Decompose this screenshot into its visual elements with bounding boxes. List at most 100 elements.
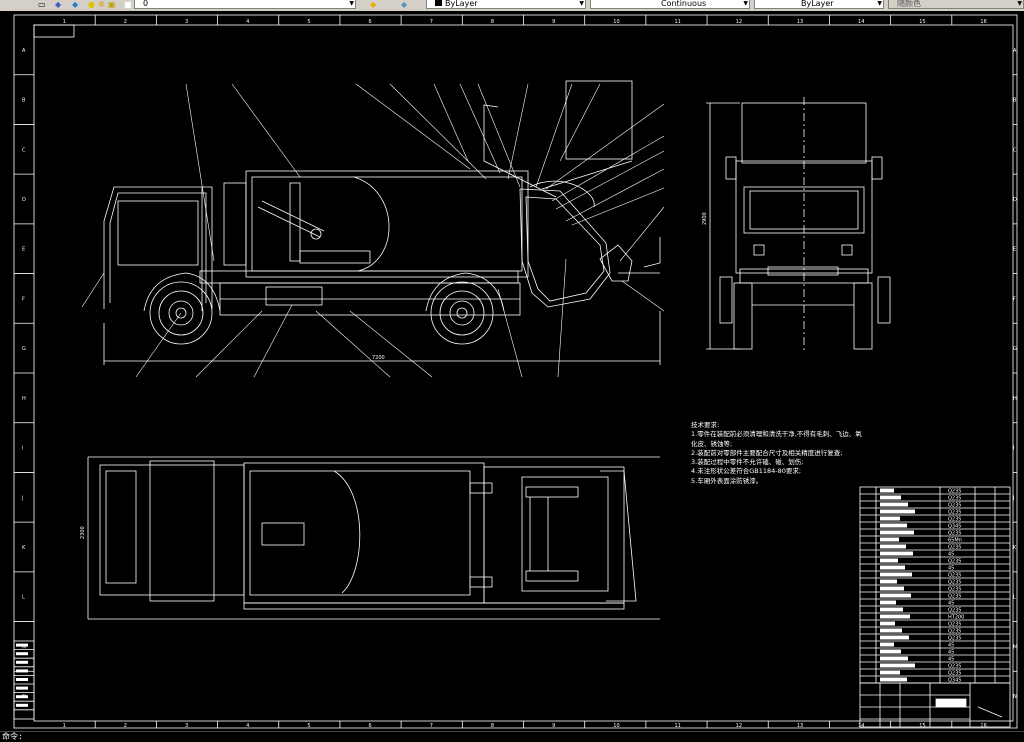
bom-name-fill bbox=[880, 614, 910, 619]
linetype-dropdown[interactable]: Continuous ▼ bbox=[590, 0, 750, 9]
layer-state-icon[interactable]: ◆ bbox=[72, 0, 79, 9]
bom-name-fill bbox=[880, 656, 908, 661]
bom-name-fill bbox=[880, 551, 913, 556]
border-letter: L bbox=[1013, 595, 1016, 601]
body-plan bbox=[243, 462, 485, 604]
border-letter: I bbox=[1013, 446, 1014, 452]
bom-material: Q235 bbox=[948, 496, 961, 502]
plotstyle-value: 随颜色 bbox=[897, 0, 921, 8]
border-letter: N bbox=[22, 694, 26, 700]
drawing-frame-outer bbox=[13, 14, 1018, 729]
border-letter: E bbox=[1013, 247, 1016, 253]
border-number: 7 bbox=[430, 19, 433, 25]
layers-icon[interactable]: ▭ bbox=[38, 0, 46, 9]
revision-row-fill bbox=[16, 686, 28, 690]
note-line: 4.未注形状公差符合GB1184-80要求; bbox=[691, 467, 802, 476]
color-square-icon[interactable]: ■ bbox=[124, 0, 132, 9]
bom-name-fill bbox=[880, 621, 895, 626]
bom-name-fill bbox=[880, 600, 896, 605]
border-letter: B bbox=[22, 98, 26, 104]
color-dropdown[interactable]: ByLayer ▼ bbox=[426, 0, 586, 9]
border-letter: A bbox=[22, 48, 26, 54]
note-line: 3.装配过程中零件不允许磕、碰、划伤; bbox=[691, 458, 804, 467]
lock-icon[interactable]: ▣ bbox=[108, 0, 116, 9]
border-number: 1 bbox=[63, 723, 66, 729]
border-letter: M bbox=[1013, 644, 1017, 650]
bom-name-fill bbox=[880, 558, 898, 563]
title-block bbox=[13, 640, 1011, 728]
layer-value: 0 bbox=[143, 0, 149, 8]
border-number: 15 bbox=[919, 19, 925, 25]
match-layer-icon[interactable]: ◆ bbox=[370, 0, 377, 9]
bom-material: 45 bbox=[948, 601, 954, 607]
note-line: 1.零件在装配前必须清理和清洗干净,不得有毛刺、飞边、氧 bbox=[691, 430, 862, 439]
technical-requirements: 技术要求: 1.零件在装配前必须清理和清洗干净,不得有毛刺、飞边、氧 化皮、锈蚀… bbox=[691, 421, 862, 486]
layer-dropdown[interactable]: 0 ▼ bbox=[134, 0, 356, 9]
lineweight-dropdown[interactable]: ByLayer ▼ bbox=[754, 0, 884, 9]
bom-name-fill bbox=[880, 530, 914, 535]
chevron-down-icon[interactable]: ▼ bbox=[579, 0, 584, 7]
bom-material: Q235 bbox=[948, 587, 961, 593]
border-number: 16 bbox=[980, 19, 986, 25]
border-number: 3 bbox=[185, 723, 188, 729]
border-letter: F bbox=[22, 296, 25, 302]
bom-name-fill bbox=[880, 635, 909, 640]
border-number: 10 bbox=[613, 723, 619, 729]
border-letter: H bbox=[1013, 396, 1017, 402]
chevron-down-icon[interactable]: ▼ bbox=[877, 0, 882, 7]
border-letter: A bbox=[1013, 48, 1017, 54]
rear-loader bbox=[519, 188, 611, 308]
linetype-value: Continuous bbox=[661, 0, 707, 8]
chevron-down-icon[interactable]: ▼ bbox=[349, 0, 354, 7]
border-letter: D bbox=[22, 197, 26, 203]
border-number: 14 bbox=[858, 19, 864, 25]
top-view bbox=[87, 456, 660, 620]
border-letter: C bbox=[22, 147, 26, 153]
bulb-icon[interactable]: ● bbox=[88, 0, 95, 9]
border-letter: H bbox=[22, 396, 26, 402]
lineweight-value: ByLayer bbox=[801, 0, 834, 8]
note-line: 5.车厢外表面涂防锈漆。 bbox=[691, 476, 763, 485]
plotstyle-dropdown[interactable]: 随颜色 ▼ bbox=[888, 0, 1024, 9]
border-number: 16 bbox=[980, 723, 986, 729]
note-line: 2.装配前对零部件主要配合尺寸及相关精度进行复查; bbox=[691, 448, 843, 457]
bom-material: 45 bbox=[948, 650, 954, 656]
bom-table bbox=[859, 486, 1011, 684]
bom-material: 45 bbox=[948, 566, 954, 572]
revision-row-fill bbox=[16, 703, 28, 707]
bom-material: Q235 bbox=[948, 636, 961, 642]
border-number: 2 bbox=[124, 723, 127, 729]
border-letter: N bbox=[1013, 694, 1017, 700]
border-number: 8 bbox=[491, 723, 494, 729]
bom-material: Q235 bbox=[948, 489, 961, 495]
bom-name-fill bbox=[880, 628, 902, 633]
layer-manager-icon[interactable]: ◆ bbox=[55, 0, 62, 9]
sun-icon[interactable]: ✲ bbox=[98, 0, 105, 9]
chevron-down-icon[interactable]: ▼ bbox=[1017, 0, 1022, 7]
bom-material: Q345 bbox=[948, 678, 961, 684]
border-number: 12 bbox=[736, 19, 742, 25]
border-number: 9 bbox=[552, 19, 555, 25]
border-number: 6 bbox=[369, 19, 372, 25]
note-line: 化皮、锈蚀等; bbox=[691, 439, 733, 448]
bom-material: Q235 bbox=[948, 580, 961, 586]
chevron-down-icon[interactable]: ▼ bbox=[743, 0, 748, 7]
border-number: 3 bbox=[185, 19, 188, 25]
command-line[interactable]: 命令: bbox=[0, 731, 1024, 741]
rear-wheel bbox=[430, 281, 494, 345]
border-letter: E bbox=[22, 247, 25, 253]
layer-previous-icon[interactable]: ◆ bbox=[401, 0, 408, 9]
border-number: 4 bbox=[246, 19, 249, 25]
bom-name-fill bbox=[880, 663, 915, 668]
border-ticks-left bbox=[14, 74, 1017, 672]
side-view bbox=[81, 80, 665, 378]
border-letter: J bbox=[21, 495, 23, 501]
bom-name-fill bbox=[880, 523, 907, 528]
revision-row-fill bbox=[16, 643, 28, 647]
border-number: 4 bbox=[246, 723, 249, 729]
bom-material: Q235 bbox=[948, 608, 961, 614]
bom-material: Q235 bbox=[948, 594, 961, 600]
bom-name-fill bbox=[880, 537, 899, 542]
border-number: 5 bbox=[307, 723, 310, 729]
